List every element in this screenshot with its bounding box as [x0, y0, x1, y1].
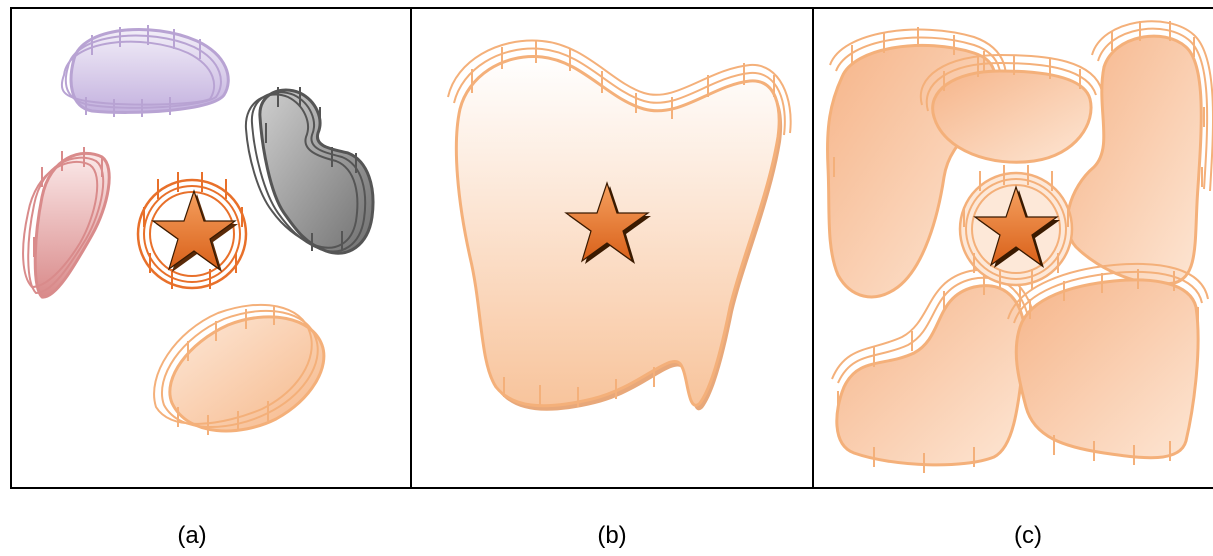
- center-circular-enclosure: [960, 165, 1072, 289]
- orange-enclosure: [154, 305, 324, 435]
- caption-c: (c): [998, 522, 1058, 550]
- purple-enclosure: [62, 25, 228, 117]
- panel-c-canvas: [814, 7, 1213, 487]
- paddock-bottom-left: [832, 270, 1037, 473]
- paddock-bottom-right: [1008, 264, 1208, 465]
- red-enclosure: [23, 147, 109, 297]
- panel-b: [412, 7, 812, 489]
- center-circular-enclosure: [138, 172, 246, 289]
- panel-a-canvas: [12, 7, 410, 487]
- caption-b: (b): [582, 522, 642, 550]
- paddock-right: [1067, 21, 1213, 284]
- merged-large-enclosure: [448, 41, 791, 411]
- caption-a: (a): [162, 522, 222, 550]
- panel-a: [12, 7, 412, 489]
- panel-c: [814, 7, 1213, 489]
- panel-b-canvas: [412, 7, 812, 487]
- gray-enclosure: [246, 87, 373, 253]
